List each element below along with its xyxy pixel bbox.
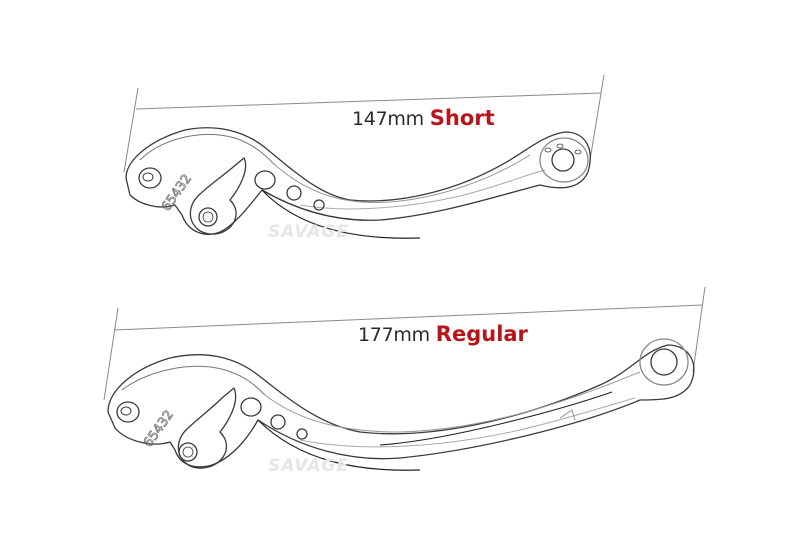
regular-lever-body xyxy=(107,338,695,471)
regular-dimension-lines xyxy=(103,286,706,401)
short-lever-body xyxy=(125,127,591,239)
short-watermark: SAVAGE xyxy=(268,222,349,242)
regular-watermark: SAVAGE xyxy=(268,456,349,476)
short-dimension-lines xyxy=(123,74,605,173)
regular-variant-name: Regular xyxy=(435,322,528,346)
short-variant-name: Short xyxy=(429,106,495,130)
short-dimension-value: 147mm xyxy=(352,108,424,130)
regular-dimension-value: 177mm xyxy=(358,324,430,346)
